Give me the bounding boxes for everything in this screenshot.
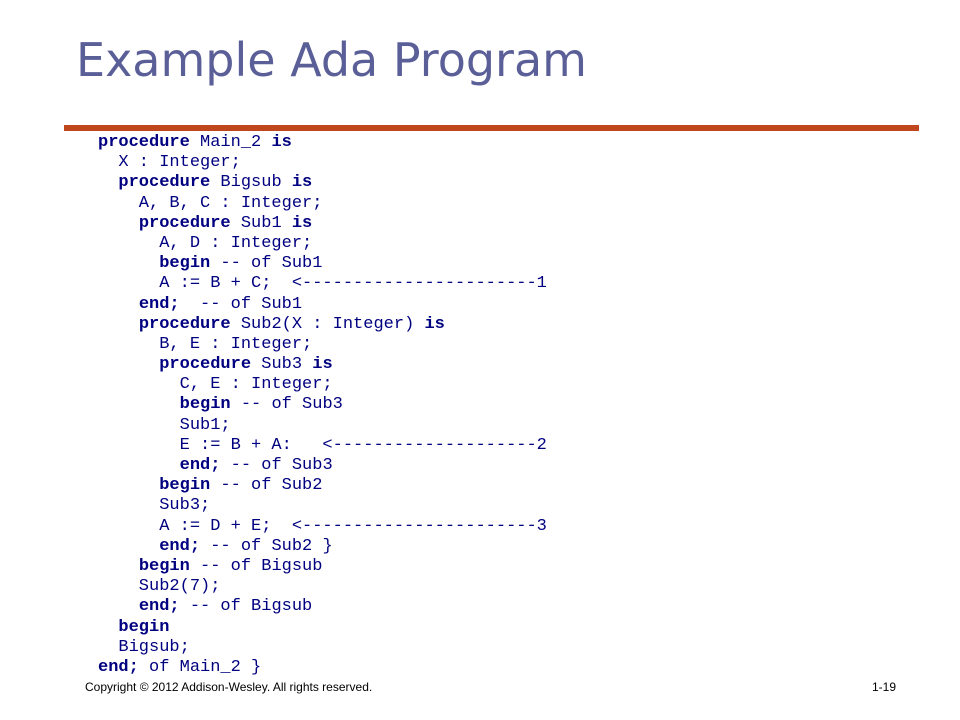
code-text: Bigsub bbox=[210, 173, 292, 193]
code-line: Sub2(7); bbox=[98, 577, 547, 597]
code-line: A, D : Integer; bbox=[98, 234, 547, 254]
code-text: E := B + A: <--------------------2 bbox=[98, 435, 547, 455]
code-keyword: begin bbox=[138, 556, 190, 576]
code-line: Sub1; bbox=[98, 416, 547, 436]
code-text bbox=[98, 395, 180, 414]
code-text: -- of Sub2 bbox=[210, 476, 323, 496]
code-text: Main_2 bbox=[189, 133, 272, 152]
code-text bbox=[98, 295, 139, 314]
page-number: 1-19 bbox=[871, 680, 896, 694]
code-text bbox=[98, 476, 159, 495]
code-line: end; -- of Bigsub bbox=[98, 597, 547, 617]
code-text: -- of Sub1 bbox=[179, 294, 303, 314]
code-keyword: begin bbox=[179, 395, 231, 415]
copyright-notice: Copyright © 2012 Addison-Wesley. All rig… bbox=[85, 680, 373, 694]
code-text bbox=[98, 254, 159, 273]
code-keyword: is bbox=[424, 314, 445, 334]
code-keyword: end; bbox=[138, 294, 180, 314]
code-text bbox=[98, 315, 139, 334]
code-line: A, B, C : Integer; bbox=[98, 194, 547, 214]
code-keyword: end; bbox=[98, 657, 139, 677]
code-line: end; -- of Sub1 bbox=[98, 295, 547, 315]
code-text bbox=[98, 557, 139, 576]
code-line: A := D + E; <-----------------------3 bbox=[98, 517, 547, 537]
code-text: -- of Sub2 } bbox=[200, 536, 333, 556]
code-keyword: procedure bbox=[98, 133, 190, 152]
code-keyword: begin bbox=[159, 254, 211, 274]
code-line: E := B + A: <--------------------2 bbox=[98, 436, 547, 456]
code-keyword: procedure bbox=[138, 314, 231, 334]
code-text: A := B + C; <-----------------------1 bbox=[98, 274, 547, 294]
code-line: Bigsub; bbox=[98, 638, 547, 658]
code-text bbox=[98, 214, 139, 233]
code-line: begin -- of Sub3 bbox=[98, 395, 547, 415]
code-line: begin -- of Sub2 bbox=[98, 476, 547, 496]
code-line: begin bbox=[98, 618, 547, 638]
code-keyword: procedure bbox=[118, 173, 211, 193]
code-text: Sub1 bbox=[230, 213, 292, 233]
code-text: A := D + E; <-----------------------3 bbox=[98, 516, 547, 536]
code-keyword: begin bbox=[159, 476, 211, 496]
code-text bbox=[98, 456, 180, 475]
title-divider bbox=[64, 125, 919, 131]
code-listing: procedure Main_2 is X : Integer; procedu… bbox=[98, 133, 547, 678]
code-text: Sub2(7); bbox=[98, 577, 221, 597]
code-line: end; of Main_2 } bbox=[98, 658, 547, 678]
code-keyword: is bbox=[271, 133, 292, 152]
code-keyword: end; bbox=[179, 456, 221, 475]
code-keyword: procedure bbox=[138, 213, 231, 233]
code-line: end; -- of Sub3 bbox=[98, 456, 547, 476]
code-keyword: is bbox=[291, 173, 313, 193]
code-text bbox=[98, 537, 159, 556]
slide-title: Example Ada Program bbox=[76, 33, 587, 87]
code-text: Bigsub; bbox=[98, 637, 190, 657]
code-text: Sub3 bbox=[251, 355, 313, 375]
code-text: of Main_2 } bbox=[138, 657, 262, 677]
code-line: begin -- of Bigsub bbox=[98, 557, 547, 577]
code-text: C, E : Integer; bbox=[98, 375, 333, 395]
code-text bbox=[98, 618, 118, 637]
code-text: A, B, C : Integer; bbox=[98, 193, 323, 213]
code-line: A := B + C; <-----------------------1 bbox=[98, 274, 547, 294]
code-text: -- of Sub3 bbox=[220, 456, 333, 475]
code-text bbox=[98, 173, 118, 192]
code-text: X : Integer; bbox=[98, 153, 241, 173]
code-line: procedure Main_2 is bbox=[98, 133, 547, 153]
code-line: procedure Sub1 is bbox=[98, 214, 547, 234]
code-keyword: is bbox=[312, 355, 333, 375]
code-text: -- of Sub3 bbox=[230, 395, 343, 415]
code-text: -- of Bigsub bbox=[179, 597, 313, 617]
code-text: Sub2(X : Integer) bbox=[230, 314, 425, 334]
code-line: procedure Sub3 is bbox=[98, 355, 547, 375]
code-text: Sub3; bbox=[98, 496, 211, 516]
code-keyword: begin bbox=[118, 617, 170, 637]
code-text: -- of Sub1 bbox=[210, 254, 323, 274]
code-line: C, E : Integer; bbox=[98, 375, 547, 395]
code-line: Sub3; bbox=[98, 496, 547, 516]
code-keyword: procedure bbox=[159, 355, 252, 375]
code-line: X : Integer; bbox=[98, 153, 547, 173]
code-line: procedure Bigsub is bbox=[98, 173, 547, 193]
code-text bbox=[98, 355, 159, 374]
code-line: B, E : Integer; bbox=[98, 335, 547, 355]
code-text: Sub1; bbox=[98, 415, 231, 435]
code-text: A, D : Integer; bbox=[98, 233, 313, 253]
code-line: procedure Sub2(X : Integer) is bbox=[98, 315, 547, 335]
code-line: begin -- of Sub1 bbox=[98, 254, 547, 274]
code-keyword: end; bbox=[138, 597, 180, 617]
code-text: -- of Bigsub bbox=[189, 556, 323, 576]
code-line: end; -- of Sub2 } bbox=[98, 537, 547, 557]
code-text bbox=[98, 597, 139, 616]
code-keyword: is bbox=[291, 213, 313, 233]
code-keyword: end; bbox=[159, 536, 201, 556]
code-text: B, E : Integer; bbox=[98, 334, 313, 354]
